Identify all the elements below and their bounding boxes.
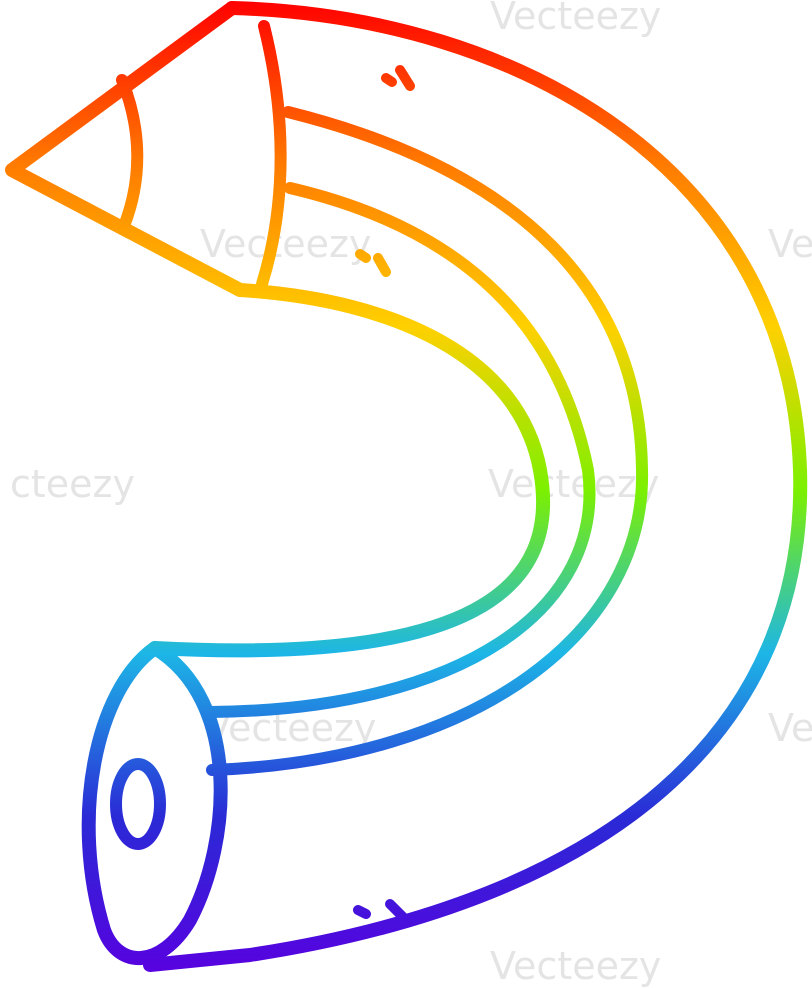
watermark-text: Vecteezy bbox=[200, 222, 372, 266]
pencil-lead-line bbox=[116, 74, 144, 232]
watermark-text: Vecteezy bbox=[490, 0, 662, 38]
sparkle-mark bbox=[355, 249, 391, 277]
watermark-text: Ve bbox=[768, 706, 812, 750]
pencil-eraser-ring bbox=[110, 758, 166, 850]
pencil-outer-outline bbox=[143, 1, 808, 972]
pencil-stripe bbox=[204, 182, 596, 718]
watermark-text: cteezy bbox=[10, 462, 135, 506]
pencil-end-cap bbox=[81, 641, 228, 965]
watermark-text: Vecteezy bbox=[488, 462, 660, 506]
sparkle-mark bbox=[353, 899, 409, 923]
pencil-inner-edge bbox=[148, 283, 551, 658]
pencil-tip bbox=[5, 1, 247, 297]
pencil-sharpened-edge bbox=[256, 20, 287, 290]
watermark-text: Ve bbox=[768, 222, 812, 266]
pencil-stripe bbox=[206, 106, 649, 776]
sparkle-mark bbox=[381, 65, 415, 91]
